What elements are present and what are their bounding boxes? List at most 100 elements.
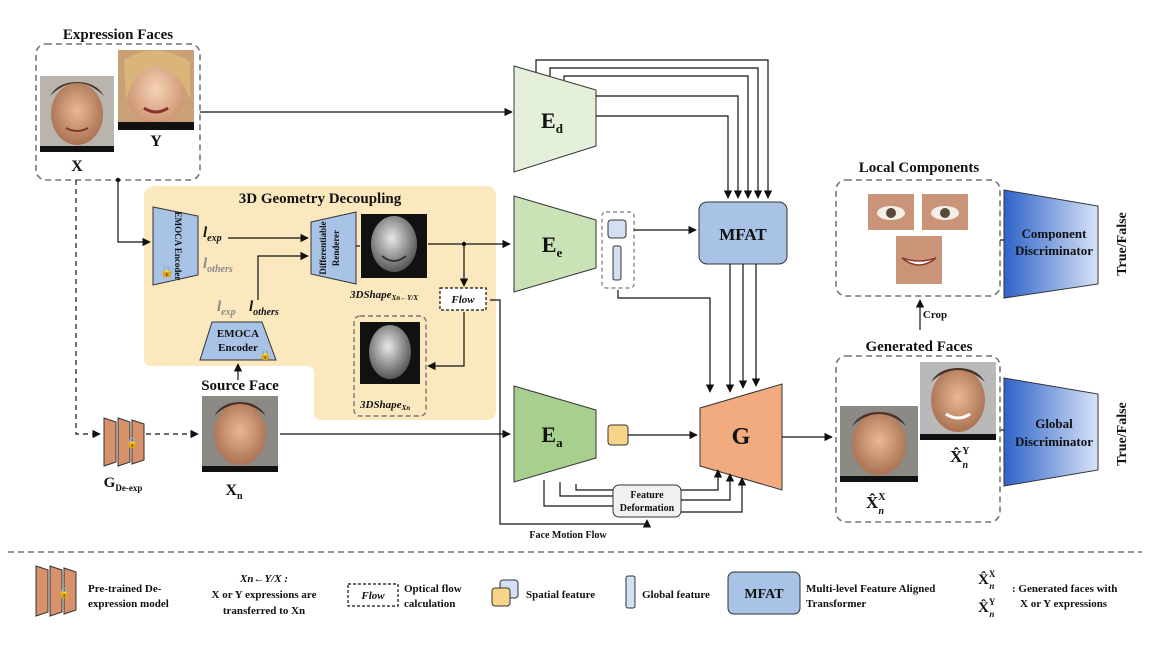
encoder-ee: Ee: [513, 195, 597, 293]
legend-spatial-label: Spatial feature: [526, 589, 595, 601]
local-eye-left-image: [868, 194, 914, 230]
differentiable-renderer: [310, 211, 357, 285]
expression-faces-title: Expression Faces: [63, 27, 173, 43]
true-false-component: True/False: [1115, 212, 1130, 276]
source-face-image: [202, 396, 278, 472]
svg-text:🔒: 🔒: [58, 587, 70, 599]
3dshape-top-image: [361, 214, 427, 278]
legend-flow-label: Flow: [360, 590, 385, 602]
l-others-top-label: lothers: [203, 256, 233, 275]
gdeexp-model-icon: 🔒: [103, 417, 145, 467]
ee-feature-box: [601, 211, 635, 289]
flow-label: Flow: [450, 294, 475, 306]
feature-deformation-block: [612, 484, 682, 518]
true-false-global: True/False: [1115, 402, 1130, 466]
source-xn-label: Xn: [225, 482, 243, 502]
lock-icon-emoca-top: 🔒: [160, 265, 174, 278]
legend-deexp-line2: expression model: [88, 598, 169, 610]
source-face-title: Source Face: [201, 378, 279, 394]
lock-icon-emoca-bottom: 🔒: [259, 349, 271, 361]
global-discriminator: Global Discriminator: [1003, 377, 1099, 487]
generated-face-x-image: [840, 406, 918, 482]
l-exp-bottom-label: lexp: [217, 299, 236, 318]
emoca-encoder-vertical-label: EMOCA Encoder: [173, 212, 183, 281]
junction-dot-shape: [461, 241, 467, 247]
legend-flow-box: [347, 583, 399, 607]
geometry-decoupling-title: 3D Geometry Decoupling: [239, 191, 402, 207]
generated-faces-title: Generated Faces: [865, 339, 972, 355]
ee-spatial-feature: [607, 219, 627, 239]
gdeexp-label: GDe-exp: [104, 475, 143, 493]
encoder-ea: Ea: [513, 385, 597, 483]
3dshape-bottom-image: [360, 322, 420, 384]
legend-transfer-title: Xn←Y/X :: [239, 573, 288, 585]
3dshape-bottom-box: [353, 315, 427, 417]
emoca-encoder-vertical: [152, 206, 199, 286]
local-components-box: [835, 179, 1001, 297]
l-exp-top-label: lexp: [203, 225, 222, 244]
svg-text:Global: Global: [1035, 416, 1073, 431]
connection-lines: [75, 59, 1004, 528]
l-others-bottom-label: lothers: [249, 299, 279, 318]
legend-global-feature: [625, 575, 636, 609]
local-mouth-image: [896, 236, 942, 284]
emoca-encoder-bottom-line1: EMOCA: [217, 328, 259, 340]
feature-deformation-line2: Deformation: [620, 503, 675, 514]
svg-text:🔒: 🔒: [126, 437, 138, 449]
geometry-decoupling-group: 3D Geometry Decoupling EMOCA Encoder 🔒 l…: [144, 186, 496, 420]
face-y-image: [118, 50, 194, 130]
3dshape-top-label: 3DShapeXn←Y/X: [349, 289, 418, 302]
generator-label: G: [732, 424, 751, 450]
legend-deexp-icon: 🔒: [35, 565, 77, 617]
legend-transfer-line1: X or Y expressions are: [212, 589, 317, 601]
svg-text:Discriminator: Discriminator: [1015, 243, 1093, 258]
legend-transfer-line2: transferred to Xn: [223, 605, 305, 617]
generator-g: [699, 383, 783, 491]
legend-flow-line1: Optical flow: [404, 583, 462, 595]
encoder-ed: Ed: [513, 65, 597, 173]
source-face-group: Source Face Xn 🔒 GDe-exp: [103, 378, 279, 502]
legend-deexp-line1: Pre-trained De-: [88, 583, 162, 595]
ee-global-feature: [612, 245, 622, 281]
legend-mfat-line1: Multi-level Feature Aligned: [806, 583, 935, 595]
face-x-image: [40, 76, 114, 152]
generated-face-y-image: [920, 362, 996, 440]
emoca-encoder-bottom: [199, 321, 277, 361]
svg-text:Ee: Ee: [542, 232, 563, 260]
emoca-encoder-bottom-line2: Encoder: [218, 342, 258, 354]
svg-text:Component: Component: [1021, 226, 1087, 241]
face-x-label: X: [71, 158, 83, 175]
svg-text:Discriminator: Discriminator: [1015, 434, 1093, 449]
feature-deformation-line1: Feature: [630, 490, 664, 501]
face-y-label: Y: [150, 133, 162, 150]
svg-text:Ed: Ed: [541, 108, 564, 136]
flow-box: [439, 287, 487, 311]
component-discriminator: Component Discriminator: [1003, 189, 1099, 299]
legend-mfat-label: MFAT: [744, 587, 784, 602]
legend-flow-line2: calculation: [404, 598, 455, 610]
ea-spatial-feature: [607, 424, 629, 446]
legend-mfat-line2: Transformer: [806, 598, 866, 610]
legend: 🔒 Pre-trained De- expression model Xn←Y/…: [35, 565, 1117, 619]
3dshape-bottom-label: 3DShapeXn: [359, 399, 410, 412]
legend-mfat-box: [727, 571, 801, 615]
legend-gen-line1: : Generated faces with: [1012, 583, 1117, 595]
legend-global-label: Global feature: [642, 589, 710, 601]
generated-faces-box: [835, 355, 1001, 523]
renderer-label-line1: Differentiable: [318, 221, 328, 274]
renderer-label-line2: Renderer: [331, 230, 341, 266]
local-components-title: Local Components: [859, 160, 980, 176]
svg-text:Ea: Ea: [541, 422, 563, 450]
local-eye-right-image: [922, 194, 968, 230]
legend-spatial-front: [491, 587, 511, 607]
face-motion-flow-label: Face Motion Flow: [529, 530, 607, 541]
crop-label: Crop: [923, 309, 947, 321]
legend-gen-line2: X or Y expressions: [1020, 598, 1108, 610]
junction-dot-x: [115, 177, 121, 183]
